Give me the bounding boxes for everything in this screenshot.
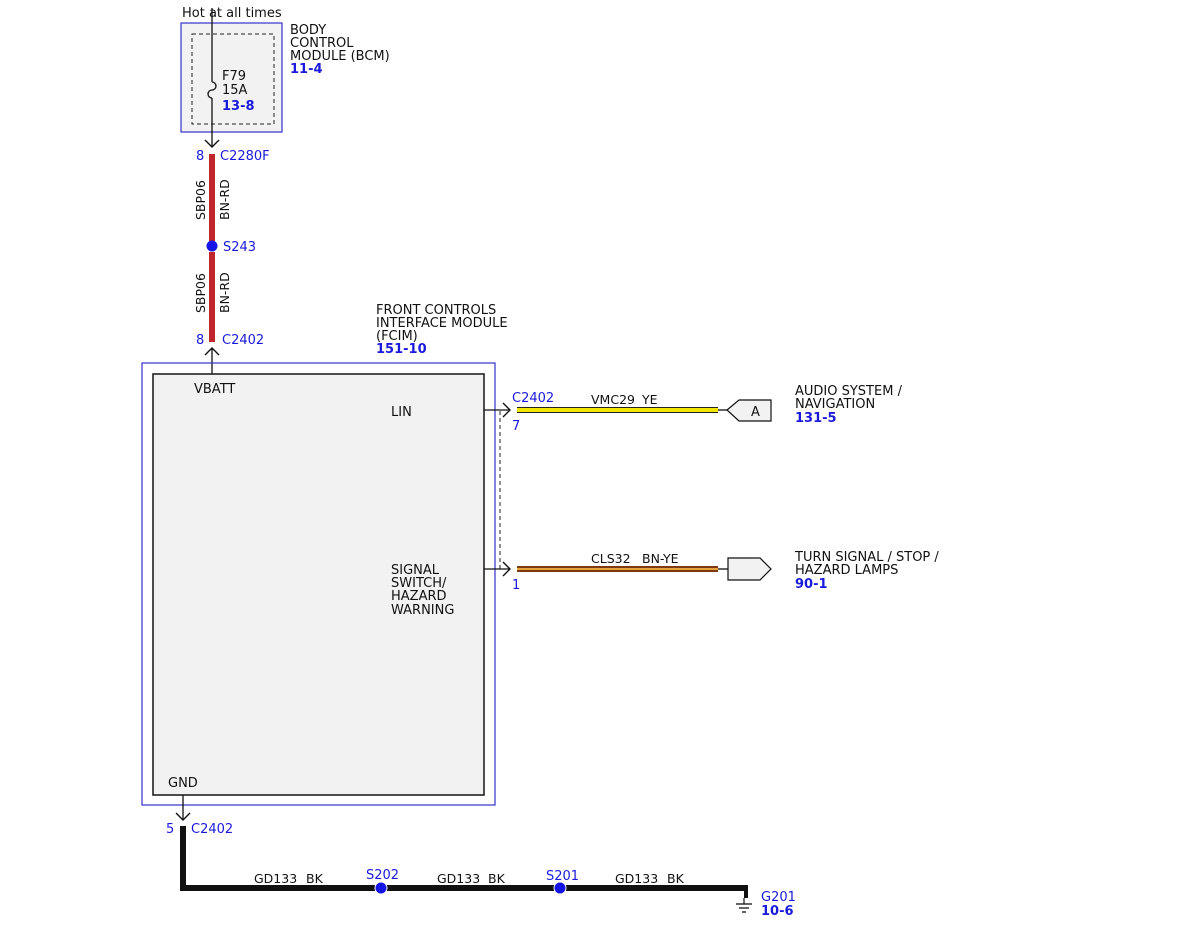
- wire-gnd3-circuit: GD133: [615, 871, 658, 886]
- wire-gnd2-circuit: GD133: [437, 871, 480, 886]
- turn-offpage-tag[interactable]: [727, 557, 772, 581]
- power-supply-label: Hot at all times: [182, 6, 282, 21]
- connector-c2402-gnd-icon: [175, 812, 191, 821]
- c2402-lin-name[interactable]: C2402: [512, 391, 554, 406]
- ground-name: G201: [761, 890, 796, 905]
- fcim-name-line-3: (FCIM): [376, 329, 418, 344]
- splice-s202-label: S202: [366, 868, 399, 883]
- wire-lin-circuit: VMC29: [591, 392, 635, 407]
- splice-s243[interactable]: [206, 240, 218, 252]
- turn-name-line-1: TURN SIGNAL / STOP /: [794, 550, 939, 565]
- wire-gnd1-color: BK: [306, 871, 324, 886]
- splice-s201-label: S201: [546, 869, 579, 884]
- ground-icon: [736, 898, 752, 913]
- wire-upper-color: BN-RD: [217, 179, 232, 220]
- fcim-name-line-2: INTERFACE MODULE: [376, 316, 508, 331]
- fcim-module[interactable]: [141, 362, 496, 806]
- fcim-pin-gnd: GND: [168, 776, 198, 791]
- connector-c2402-signal-icon: [502, 561, 511, 577]
- wire-gnd1-circuit: GD133: [254, 871, 297, 886]
- turn-ref[interactable]: 90-1: [795, 577, 828, 592]
- fuse-name: F79: [222, 69, 246, 84]
- audio-tag-letter: A: [751, 405, 760, 420]
- c2280f-name[interactable]: C2280F: [220, 149, 270, 164]
- bcm-name-line-1: BODY: [290, 23, 326, 38]
- fcim-name-line-1: FRONT CONTROLS: [376, 303, 496, 318]
- fuse-ref[interactable]: 13-8: [222, 99, 255, 114]
- audio-ref[interactable]: 131-5: [795, 411, 837, 426]
- c2402-gnd-pin: 5: [166, 822, 174, 837]
- fcim-signal-line-2: SWITCH/: [391, 576, 447, 591]
- bcm-name-line-2: CONTROL: [290, 36, 354, 51]
- turn-name-line-2: HAZARD LAMPS: [795, 563, 898, 578]
- wire-signal-color: BN-YE: [642, 551, 679, 566]
- bcm-module[interactable]: [180, 22, 283, 133]
- splice-s243-label: S243: [223, 240, 256, 255]
- wire-gd133-segment-1[interactable]: [180, 826, 381, 891]
- c2402-vbatt-pin: 8: [196, 333, 204, 348]
- wire-signal-circuit: CLS32: [591, 551, 631, 566]
- wire-upper-circuit: SBP06: [193, 180, 208, 220]
- c2402-lin-pin: 7: [512, 419, 520, 434]
- c2402-gnd-name[interactable]: C2402: [191, 822, 233, 837]
- c2402-signal-pin: 1: [512, 578, 520, 593]
- bcm-name-line-3: MODULE (BCM): [290, 49, 390, 64]
- wire-lin-color: YE: [641, 392, 658, 407]
- fcim-signal-line-1: SIGNAL: [391, 563, 440, 578]
- splice-s201[interactable]: [553, 881, 567, 895]
- wire-gnd3-color: BK: [667, 871, 685, 886]
- audio-name-line-2: NAVIGATION: [795, 397, 875, 412]
- connector-c2402-lin-icon: [502, 402, 511, 418]
- fcim-pin-lin: LIN: [391, 405, 412, 420]
- connector-c2280f-icon: [204, 139, 220, 148]
- c2280f-pin: 8: [196, 149, 204, 164]
- fcim-signal-line-3: HAZARD: [391, 589, 447, 604]
- audio-name-line-1: AUDIO SYSTEM /: [795, 384, 903, 399]
- fcim-signal-line-4: WARNING: [391, 603, 454, 618]
- bcm-ref[interactable]: 11-4: [290, 62, 323, 77]
- ground-ref[interactable]: 10-6: [761, 904, 794, 919]
- wire-lower-circuit: SBP06: [193, 273, 208, 313]
- audio-offpage-tag[interactable]: [726, 399, 772, 422]
- splice-s202[interactable]: [374, 881, 388, 895]
- fuse-icon: [207, 81, 217, 99]
- fuse-rating: 15A: [222, 83, 248, 98]
- fcim-ref[interactable]: 151-10: [376, 342, 427, 357]
- wire-lower-color: BN-RD: [217, 272, 232, 313]
- c2402-vbatt-name[interactable]: C2402: [222, 333, 264, 348]
- fcim-pin-vbatt: VBATT: [194, 382, 235, 397]
- wire-gnd2-color: BK: [488, 871, 506, 886]
